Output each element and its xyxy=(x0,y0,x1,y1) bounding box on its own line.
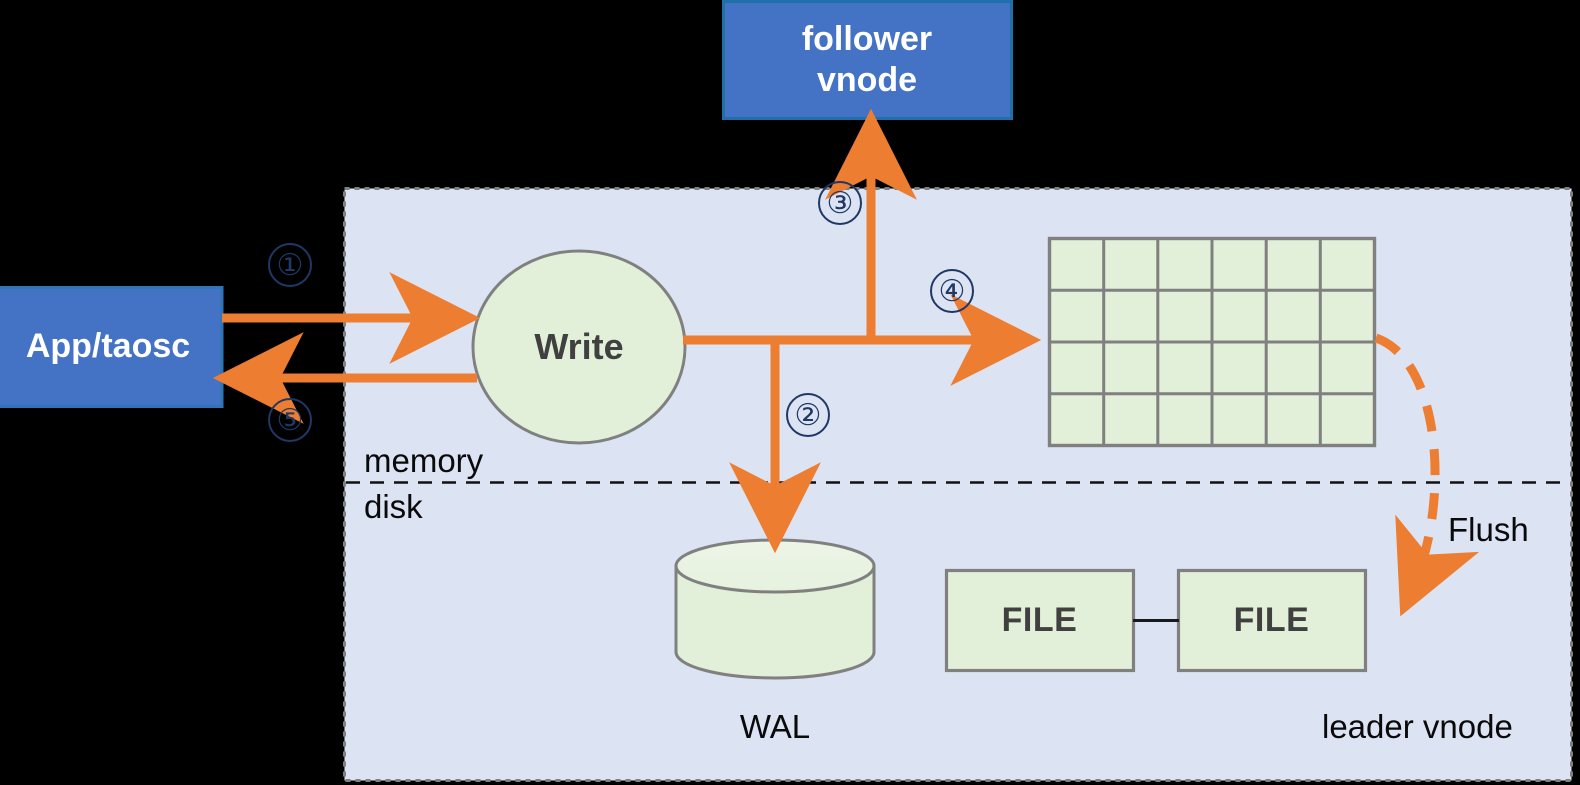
wal-cylinder[interactable] xyxy=(674,538,876,680)
write-ellipse[interactable] xyxy=(471,249,687,445)
file-box-left[interactable] xyxy=(944,568,1136,673)
step-badge-3: ③ xyxy=(818,181,862,225)
edge-flush-dashed xyxy=(1374,333,1480,617)
step-badge-4-glyph: ④ xyxy=(938,274,966,308)
step-badge-2: ② xyxy=(786,393,830,437)
step-badge-2-glyph: ② xyxy=(794,398,822,432)
step-badge-5: ⑤ xyxy=(268,398,312,442)
step-badge-3-glyph: ③ xyxy=(826,186,854,220)
step-badge-1: ① xyxy=(268,243,312,287)
app-taosc-box[interactable] xyxy=(0,286,224,408)
step-badge-4: ④ xyxy=(930,269,974,313)
step-badge-5-glyph: ⑤ xyxy=(276,403,304,437)
file-box-right[interactable] xyxy=(1176,568,1368,673)
step-badge-1-glyph: ① xyxy=(276,248,304,282)
follower-vnode-box[interactable] xyxy=(722,0,1013,120)
memtable-grid[interactable] xyxy=(1047,236,1377,448)
